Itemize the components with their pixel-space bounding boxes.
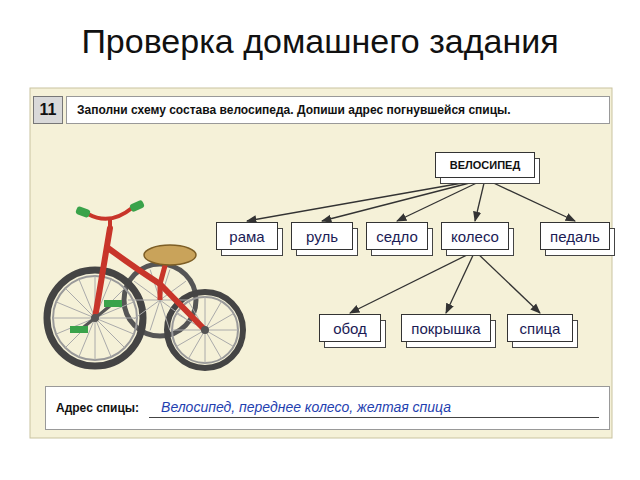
grip [75,206,91,218]
spoke [79,279,95,318]
spoke [134,300,160,319]
part-box: рама [216,222,278,250]
answer-text: Велосипед, переднее колесо, желтая спица [149,399,599,418]
answer-band: Адрес спицы: Велосипед, переднее колесо, … [45,386,610,430]
node-label: руль [306,228,338,245]
connector-arrow [475,251,540,313]
spoke [205,330,222,359]
node-label: колесо [451,228,499,245]
connector-layer [247,179,575,313]
part-box: педаль [540,222,610,250]
answer-label: Адрес спицы: [56,401,139,415]
connector-arrow [485,179,575,221]
connector-arrow [446,251,475,313]
part-box: спица [507,314,573,342]
grip [129,199,145,212]
slide-title: Проверка домашнего задания [0,22,640,61]
spoke [205,297,206,330]
spoke [172,330,205,331]
root-box: ВЕЛОСИПЕД [435,152,535,178]
part-box: колесо [441,222,509,250]
task-number: 11 [33,96,63,124]
spoke [150,300,160,330]
spoke [205,314,234,331]
spoke [95,318,125,348]
instruction-text: Заполни схему состава велосипеда. Допиши… [77,103,511,117]
node-label: спица [520,320,561,337]
part-box: покрышка [401,314,491,342]
connector-arrow [247,179,485,221]
pedal [104,300,122,307]
spoke [95,318,96,360]
hub [201,326,209,334]
part-box: обод [319,314,381,342]
pedal [70,326,88,333]
connector-arrow [397,179,485,221]
hub [91,314,99,322]
saddle [144,245,196,265]
node-label: рама [229,228,264,245]
part-box: седло [366,222,428,250]
node-label: покрышка [411,320,480,337]
connector-arrow [350,251,475,313]
spoke [128,300,160,301]
spoke [160,300,170,330]
spoke [56,318,95,334]
spoke [95,318,111,357]
node-label: обод [333,320,367,337]
spoke [95,318,137,319]
front-rim [53,276,137,360]
workbook-panel [30,88,612,438]
handlebar [88,208,132,219]
task-instruction: Заполни схему состава велосипеда. Допиши… [66,96,610,124]
stem [108,218,112,226]
spoke [53,318,95,319]
node-label: седло [376,228,418,245]
node-label: ВЕЛОСИПЕД [450,159,521,171]
connector-arrow [322,179,485,221]
spoke [65,288,95,318]
spoke [205,330,206,363]
front-wheel [47,270,143,366]
spoke [176,330,205,347]
task-number-text: 11 [40,101,57,119]
connector-arrow [475,179,485,221]
part-box: руль [291,222,353,250]
wheels [47,264,243,368]
spoke [205,330,238,331]
node-label: педаль [550,228,600,245]
tricycle-illustration [47,199,243,368]
